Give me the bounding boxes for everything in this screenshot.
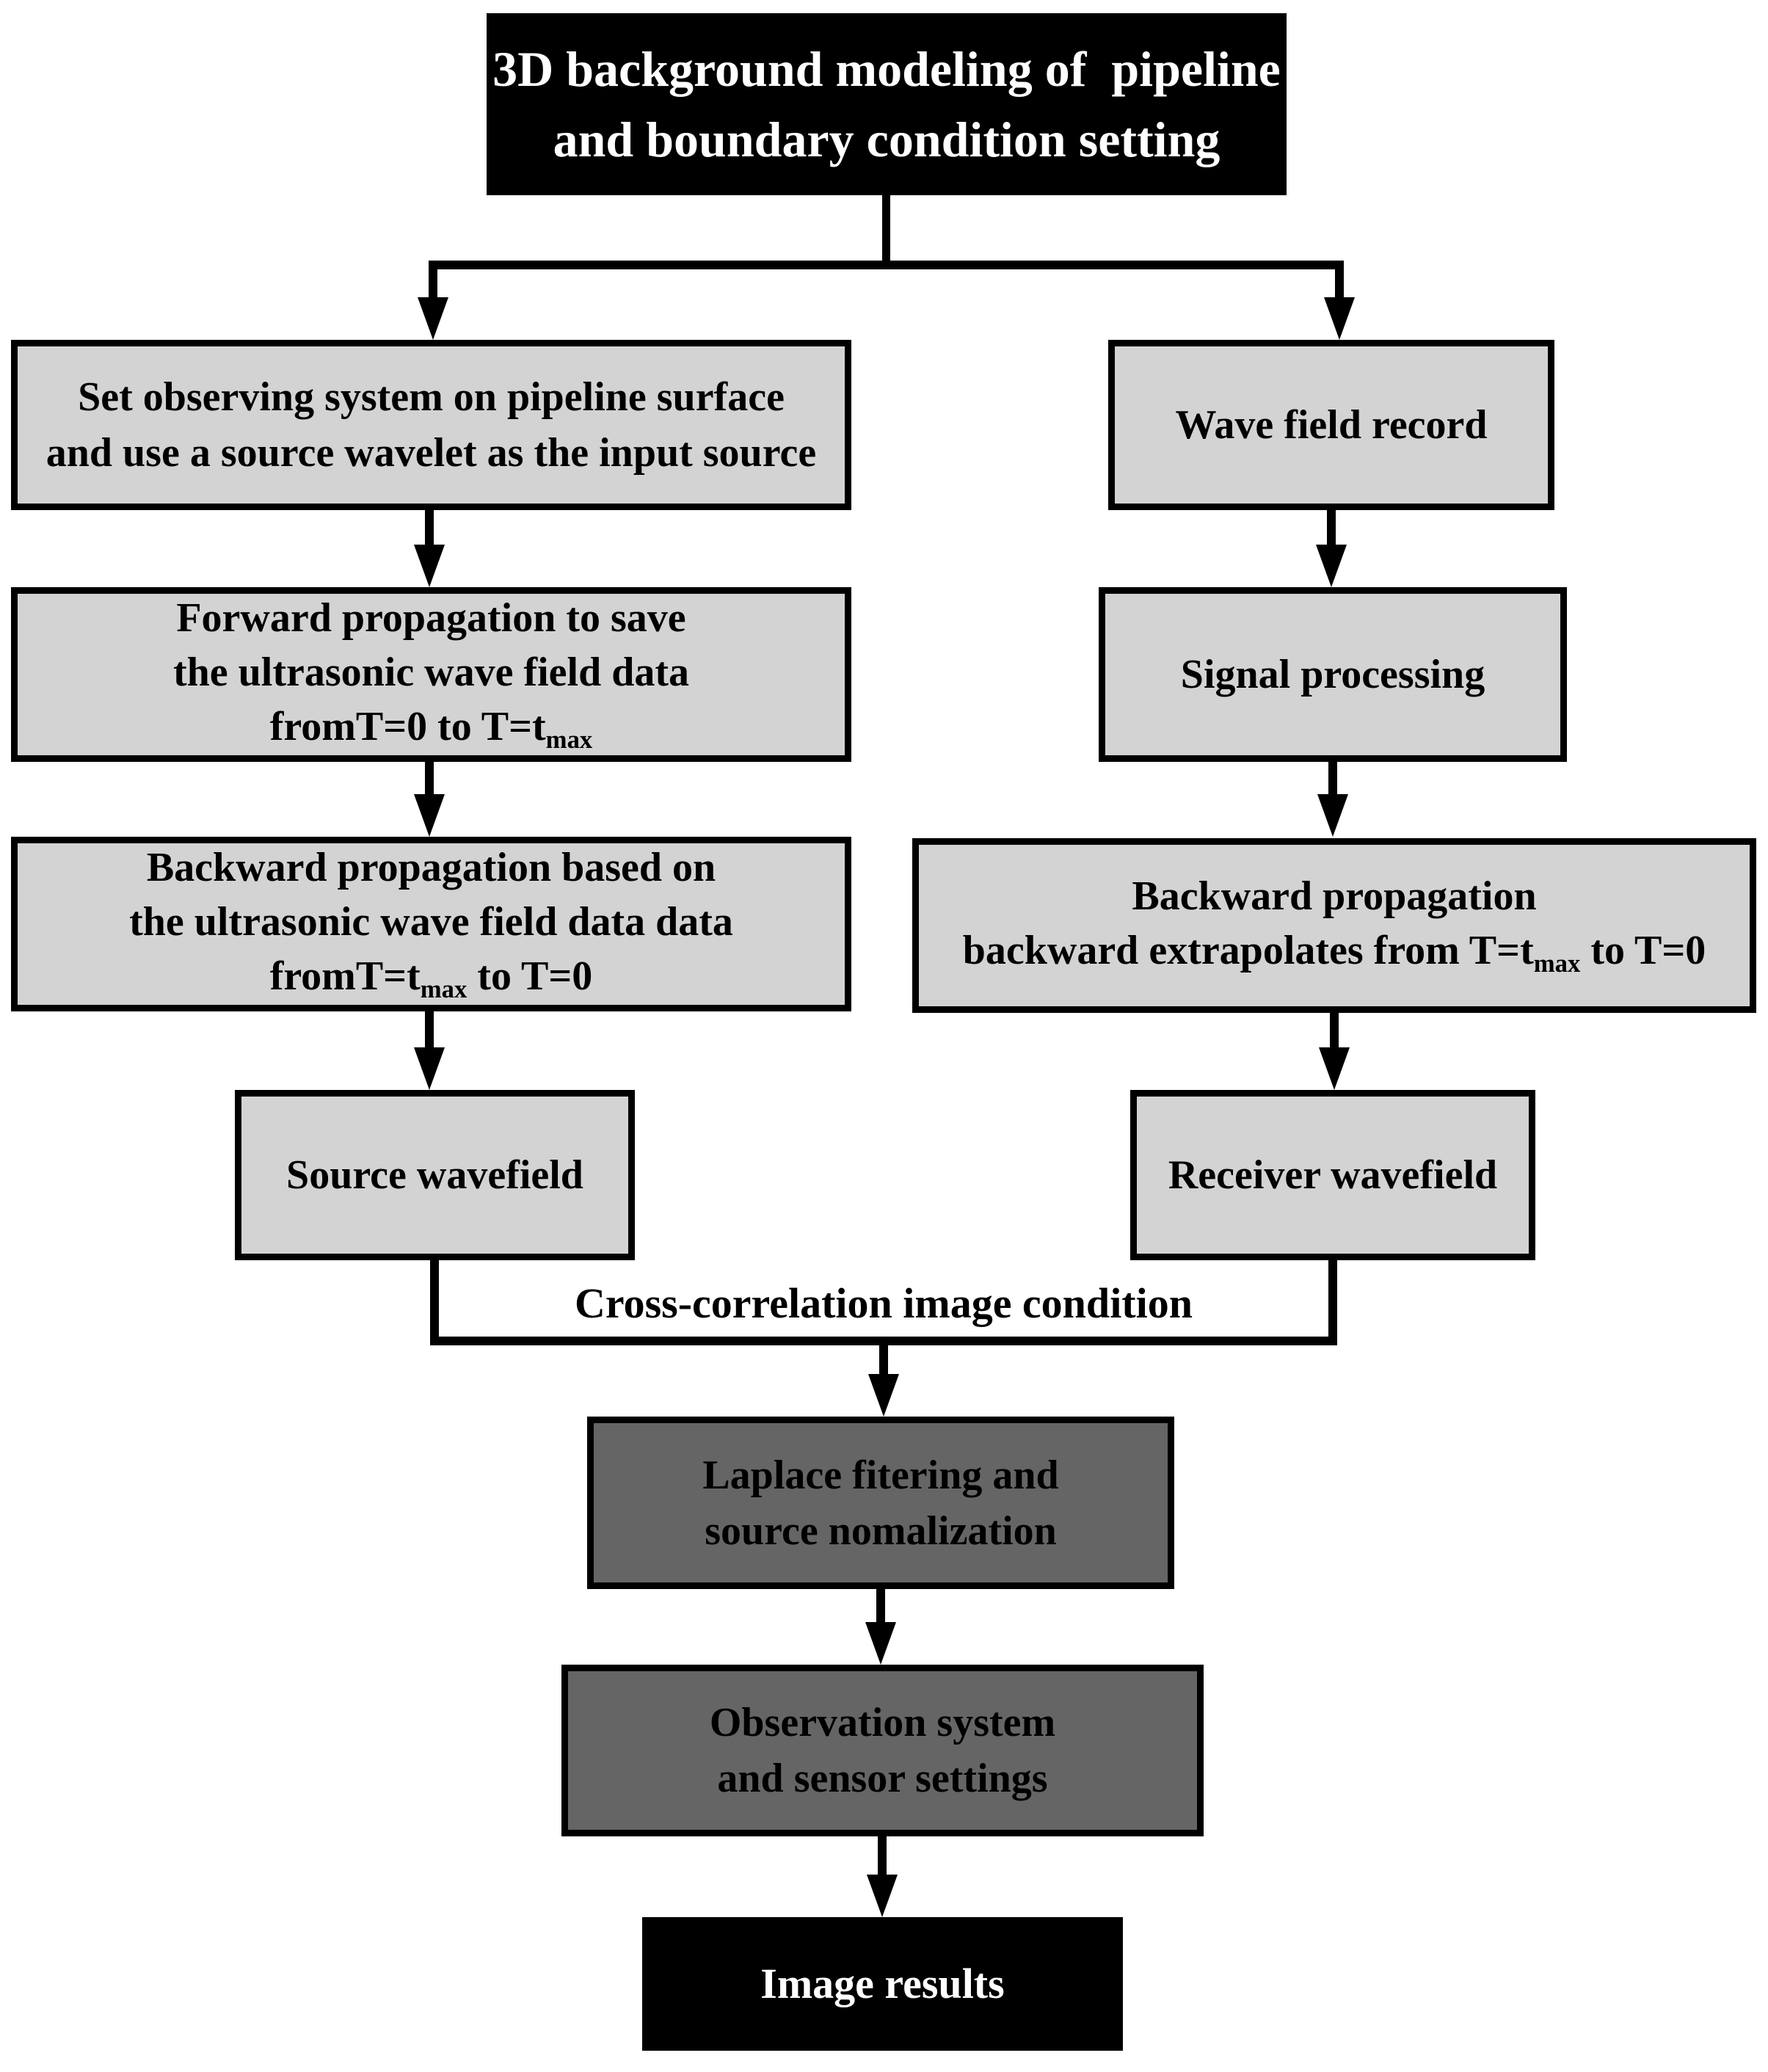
node-text-line: source nomalization	[705, 1508, 1057, 1554]
node-observation-system: Observation system and sensor settings	[561, 1665, 1204, 1836]
connector-top-vertical	[882, 195, 890, 265]
subscript-max: max	[1533, 949, 1581, 978]
arrow-down-icon	[414, 794, 445, 837]
node-text-line: Signal processing	[1180, 652, 1485, 697]
connector-laplace-to-observation	[876, 1589, 885, 1624]
connector-l3-l4	[425, 1011, 434, 1048]
connector-merge-horizontal	[430, 1337, 1337, 1345]
node-text-line: and boundary condition setting	[553, 112, 1220, 167]
node-set-observing-system: Set observing system on pipeline surface…	[11, 340, 851, 510]
node-wave-field-record: Wave field record	[1108, 340, 1554, 510]
connector-observation-to-results	[878, 1836, 887, 1876]
connector-r1-r2	[1327, 510, 1336, 548]
arrow-down-icon	[418, 297, 448, 340]
connector-l1-l2	[425, 510, 434, 548]
arrow-down-icon	[867, 1875, 898, 1917]
node-text-line: 3D background modeling of pipeline	[492, 41, 1281, 97]
node-text-line: Set observing system on pipeline surface	[78, 374, 785, 420]
node-image-results: Image results	[642, 1917, 1123, 2051]
node-text-line: Laplace fitering and	[702, 1452, 1059, 1498]
connector-r3-r4	[1330, 1013, 1339, 1048]
node-text-line: fromT=0 to T=tmax	[269, 703, 593, 755]
node-laplace-filtering: Laplace fitering and source nomalization	[587, 1417, 1174, 1589]
node-text-line: and use a source wavelet as the input so…	[46, 430, 817, 476]
node-text-line: fromT=tmax to T=0	[269, 953, 593, 1004]
node-backward-propagation-save: Backward propagation based on the ultras…	[11, 837, 851, 1011]
subscript-max: max	[420, 975, 468, 1004]
node-text-line: and sensor settings	[717, 1756, 1048, 1801]
node-text-line: the ultrasonic wave field data data	[129, 898, 733, 945]
connector-l2-l3	[425, 762, 434, 796]
arrow-down-icon	[868, 1374, 899, 1417]
node-3d-background-modeling: 3D background modeling of pipeline and b…	[487, 13, 1287, 195]
node-text-line: Receiver wavefield	[1168, 1152, 1498, 1198]
node-receiver-wavefield: Receiver wavefield	[1130, 1090, 1535, 1260]
node-text-line: Source wavefield	[286, 1152, 583, 1198]
connector-branch-horizontal	[429, 261, 1344, 269]
node-text-line: Forward propagation to save	[176, 595, 686, 641]
node-text-line: Observation system	[709, 1700, 1056, 1745]
arrow-down-icon	[414, 545, 445, 587]
arrow-down-icon	[1319, 1047, 1350, 1090]
connector-receiver-to-merge	[1328, 1260, 1337, 1345]
node-text-line: the ultrasonic wave field data	[172, 649, 690, 695]
node-text-line: Backward propagation based on	[146, 844, 716, 890]
arrow-down-icon	[1316, 545, 1347, 587]
node-text-line: backward extrapolates from T=tmax to T=0	[962, 927, 1706, 978]
node-text-line: Backward propagation	[1132, 873, 1537, 919]
arrow-down-icon	[414, 1047, 445, 1090]
connector-branch-left-shaft	[429, 261, 437, 301]
arrow-down-icon	[1317, 794, 1348, 837]
arrow-down-icon	[865, 1622, 896, 1665]
node-text-line: Image results	[760, 1960, 1005, 2007]
node-text-line: Wave field record	[1175, 402, 1488, 448]
arrow-down-icon	[1324, 297, 1355, 340]
connector-branch-right-shaft	[1335, 261, 1344, 301]
subscript-max: max	[545, 725, 593, 755]
node-forward-propagation: Forward propagation to save the ultrason…	[11, 587, 851, 762]
connector-source-to-merge	[430, 1260, 439, 1345]
connector-r2-r3	[1328, 762, 1337, 796]
node-backward-propagation-extrapolate: Backward propagation backward extrapolat…	[912, 838, 1756, 1013]
connector-merge-to-laplace	[879, 1345, 888, 1376]
cross-correlation-label: Cross-correlation image condition	[575, 1279, 1193, 1327]
node-source-wavefield: Source wavefield	[235, 1090, 635, 1260]
node-signal-processing: Signal processing	[1099, 587, 1567, 762]
